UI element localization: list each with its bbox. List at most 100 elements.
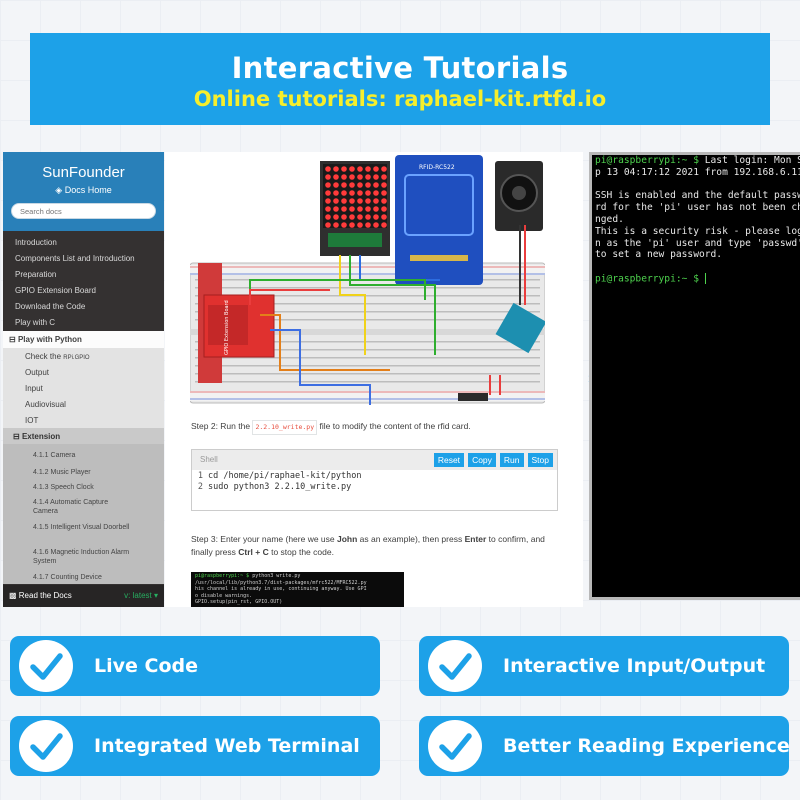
version-selector[interactable]: v: latest ▾ [124, 591, 158, 600]
terminal-prompt: pi@raspberrypi:~ $ [595, 155, 699, 166]
feature-card-web-terminal: Integrated Web Terminal [10, 716, 380, 776]
terminal-line: to set a new password. [595, 249, 723, 261]
search-input[interactable] [11, 203, 156, 219]
termshot-line: o disable warnings. [195, 592, 253, 599]
sidebar-subitem-output[interactable]: Output [3, 364, 164, 380]
code-shell: Shell Reset Copy Run Stop 1 cd /home/pi/r… [191, 449, 558, 511]
step2-post: file to modify the content of the rfid c… [317, 421, 471, 431]
sidebar-item-play-with-python[interactable]: ⊟ Play with Python [3, 331, 164, 348]
sidebar-subitem-audiovisual[interactable]: Audiovisual [3, 396, 164, 412]
sidebar-item-gpio-extension[interactable]: GPIO Extension Board [15, 286, 96, 295]
feature-label: Live Code [94, 655, 198, 677]
sidebar-nav: Introduction Components List and Introdu… [3, 231, 164, 584]
step3-b: as an example), then press [357, 534, 465, 544]
termshot-line: pi@raspberrypi:~ $ python3 write.py [195, 573, 400, 580]
feature-card-live-code: Live Code [10, 636, 380, 696]
sidebar-subitem-input[interactable]: Input [3, 380, 164, 396]
termshot-prompt: pi@raspberrypi:~ $ [195, 573, 250, 579]
sidebar-group-label: Extension [21, 432, 61, 441]
sidebar-item-components[interactable]: Components List and Introduction [15, 254, 135, 263]
step2-filename: 2.2.10_write.py [252, 420, 318, 435]
sidebar-leaf-visual-doorbell[interactable]: 4.1.5 Intelligent Visual Doorbell [3, 519, 164, 544]
step3-john: John [337, 534, 358, 544]
version-label: v: latest [124, 591, 152, 600]
header-banner: Interactive Tutorials Online tutorials: … [30, 33, 770, 125]
terminal-line: p 13 04:17:12 2021 from 192.168.6.111 [595, 166, 800, 178]
check-icon [19, 720, 73, 772]
shell-toolbar: Shell Reset Copy Run Stop [192, 450, 557, 470]
termshot-line: /usr/local/lib/python3.7/dist-packages/m… [195, 579, 367, 586]
line-number: 1 [197, 471, 203, 481]
sidebar-item-preparation[interactable]: Preparation [15, 270, 57, 279]
sidebar-leaf-music-player[interactable]: 4.1.2 Music Player [3, 464, 164, 479]
termshot-line: GPIO.setup(pin_rst, GPIO.OUT) [195, 599, 283, 605]
sidebar-leaf-alarm-system[interactable]: 4.1.6 Magnetic Induction Alarm System [3, 544, 164, 569]
footer-left: ▩ Read the Docs [9, 591, 72, 601]
terminal-line: n as the 'pi' user and type 'passwd' [595, 237, 800, 249]
sidebar-group-extension[interactable]: ⊟ Extension [3, 428, 164, 444]
sidebar-leaf-counting-device[interactable]: 4.1.7 Counting Device [3, 569, 164, 584]
collapse-icon: ⊟ [9, 335, 18, 344]
check-suffix: RPi.GPIO [63, 355, 90, 361]
terminal-line: nged. [595, 213, 624, 225]
rfid-label: RFID-RC522 [419, 164, 455, 171]
sidebar-subitem-iot[interactable]: IOT [3, 412, 164, 428]
doc-main-content: GPIO Extension Board RFID-RC522 [165, 152, 583, 607]
code-text: sudo python3 2.2.10_write.py [208, 482, 352, 492]
code-text: cd /home/pi/raphael-kit/python [208, 471, 362, 481]
feature-label: Integrated Web Terminal [94, 735, 360, 757]
reset-button[interactable]: Reset [433, 453, 465, 467]
page-title: Interactive Tutorials [231, 51, 569, 85]
sidebar-item-download[interactable]: Download the Code [15, 302, 86, 311]
terminal-cursor [704, 272, 706, 284]
check-icon [19, 640, 73, 692]
brand-logo-text[interactable]: SunFounder [42, 164, 125, 181]
docs-sidebar: SunFounder ◈ Docs Home Introduction Comp… [3, 152, 164, 607]
shell-buttons: Reset Copy Run Stop [433, 453, 553, 467]
circuit-diagram: GPIO Extension Board RFID-RC522 [190, 155, 545, 405]
code-line: 2 sudo python3 2.2.10_write.py [192, 482, 557, 493]
shell-code-editor[interactable]: 1 cd /home/pi/raphael-kit/python 2 sudo py… [192, 470, 557, 493]
step3-ctrl: Ctrl + C [238, 547, 269, 557]
sidebar-leaf-speech-clock[interactable]: 4.1.3 Speech Clock [3, 479, 164, 494]
page-subtitle: Online tutorials: raphael-kit.rtfd.io [193, 87, 607, 111]
extension-board-label: GPIO Extension Board [224, 300, 230, 355]
terminal-line: This is a security risk - please logi [595, 225, 800, 237]
sidebar-item-play-with-c[interactable]: Play with C [15, 318, 56, 327]
sidebar-leaf-camera[interactable]: 4.1.1 Camera [3, 444, 164, 464]
docs-home-link[interactable]: ◈ Docs Home [3, 185, 164, 196]
termshot-text: python3 write.py [249, 573, 301, 579]
check-icon [428, 640, 482, 692]
feature-card-reading-experience: Better Reading Experience [419, 716, 790, 776]
feature-card-interactive-io: Interactive Input/Output [419, 636, 789, 696]
feature-label: Interactive Input/Output [503, 655, 766, 677]
sidebar-header: SunFounder ◈ Docs Home [3, 152, 164, 231]
step-2-text: Step 2: Run the 2.2.10_write.py file to … [191, 420, 551, 435]
docs-home-label: Docs Home [64, 185, 112, 195]
step3-d: to stop the code. [268, 547, 334, 557]
sidebar-item-introduction[interactable]: Introduction [15, 238, 57, 247]
read-the-docs-footer[interactable]: ▩ Read the Docs v: latest ▾ [3, 585, 164, 607]
check-prefix: Check the [25, 352, 64, 361]
terminal-line: SSH is enabled and the default passwo [595, 190, 800, 202]
sidebar-leaf-capture-camera[interactable]: 4.1.4 Automatic Capture Camera [3, 494, 164, 519]
step-3-text: Step 3: Enter your name (here we use Joh… [191, 533, 551, 559]
run-button[interactable]: Run [499, 453, 524, 467]
sidebar-current-label: Play with Python [17, 335, 82, 344]
read-the-docs-label: Read the Docs [18, 591, 72, 600]
shell-label: Shell [200, 455, 218, 464]
terminal-line: Last login: Mon Se [698, 155, 800, 166]
terminal-prompt-active: pi@raspberrypi:~ $ [595, 273, 699, 285]
step3-enter: Enter [464, 534, 487, 544]
terminal-screenshot: pi@raspberrypi:~ $ python3 write.py /usr… [191, 572, 404, 607]
stop-button[interactable]: Stop [527, 453, 553, 467]
feature-label: Better Reading Experience [503, 735, 790, 757]
copy-button[interactable]: Copy [468, 453, 496, 467]
terminal-line: rd for the 'pi' user has not been cha [595, 202, 800, 214]
web-terminal[interactable]: pi@raspberrypi:~ $ Last login: Mon Se p … [589, 152, 800, 600]
step3-a: Step 3: Enter your name (here we use [191, 534, 337, 544]
book-icon: ▩ [9, 591, 19, 600]
sidebar-subitem-check-gpio[interactable]: Check the RPi.GPIO [3, 348, 164, 364]
line-number: 2 [197, 482, 203, 492]
step3-c: to confirm, and finally press [191, 534, 545, 557]
